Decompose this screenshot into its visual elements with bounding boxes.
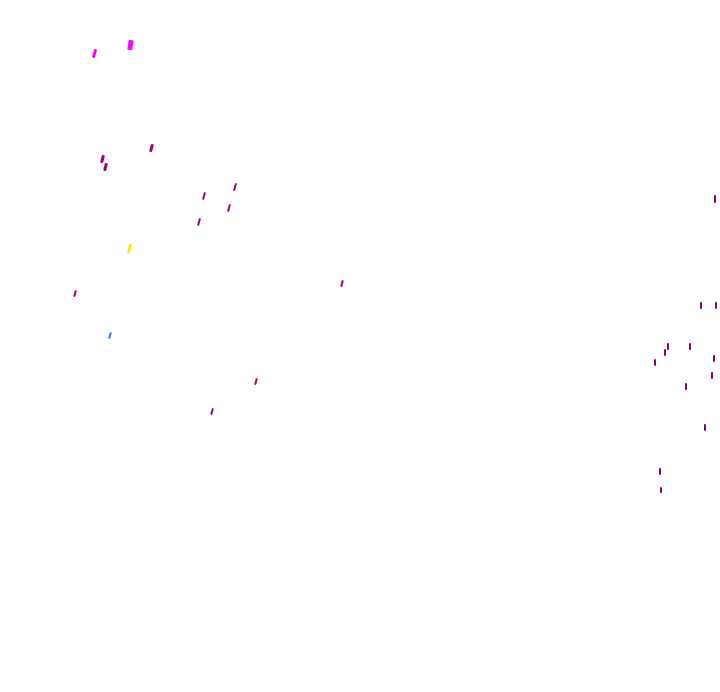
stray-mark-15 xyxy=(210,408,214,415)
stray-mark-28 xyxy=(660,487,662,493)
stray-mark-26 xyxy=(704,424,706,431)
stray-mark-11 xyxy=(73,290,77,297)
stray-mark-1 xyxy=(92,48,97,59)
stray-mark-16 xyxy=(714,195,716,203)
stray-mark-4 xyxy=(100,154,105,164)
stray-mark-21 xyxy=(664,349,666,356)
stray-mark-10 xyxy=(127,243,132,254)
stray-mark-7 xyxy=(202,192,206,200)
stray-mark-25 xyxy=(685,383,687,390)
stray-mark-24 xyxy=(711,372,713,379)
stray-mark-27 xyxy=(659,468,661,475)
stray-mark-13 xyxy=(108,332,112,339)
stray-mark-6 xyxy=(233,183,237,191)
stray-mark-3 xyxy=(149,143,154,153)
stray-mark-2 xyxy=(127,39,134,51)
stray-mark-17 xyxy=(700,302,702,309)
stray-mark-19 xyxy=(667,343,669,350)
stray-mark-22 xyxy=(654,359,656,366)
stray-mark-14 xyxy=(254,378,258,385)
stray-mark-12 xyxy=(340,280,344,287)
stray-mark-5 xyxy=(103,162,108,172)
stray-mark-20 xyxy=(689,343,691,350)
stray-mark-8 xyxy=(227,204,231,212)
stray-mark-23 xyxy=(713,355,715,362)
stray-mark-18 xyxy=(715,302,717,309)
stray-mark-9 xyxy=(197,218,201,226)
